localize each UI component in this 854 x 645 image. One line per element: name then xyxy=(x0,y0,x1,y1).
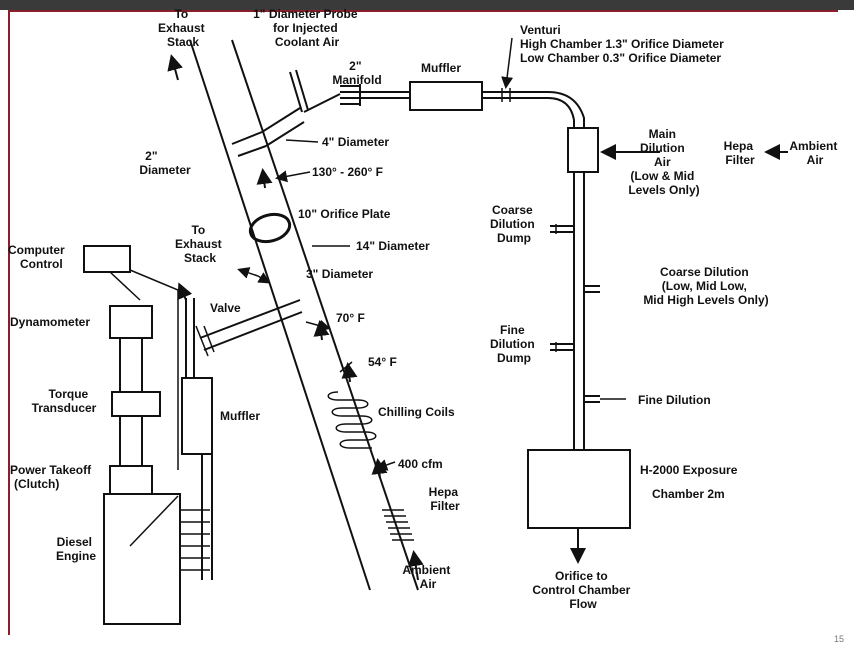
label-cfm: 400 cfm xyxy=(398,457,443,471)
computer-control-box xyxy=(84,246,130,272)
label-hepa-right: Hepa Filter xyxy=(724,139,757,167)
coarse-dump-tap xyxy=(550,224,574,234)
label-14in: 14" Diameter xyxy=(356,239,430,253)
label-ambient-left: Ambient Air xyxy=(402,563,453,591)
main-dilution-box xyxy=(568,128,598,172)
label-2in: 2" Diameter xyxy=(139,149,191,177)
probe xyxy=(290,72,302,112)
label-ambient-right: Ambient Air xyxy=(789,139,840,167)
dynamometer-box xyxy=(110,306,152,338)
flow-arrow-3 xyxy=(348,366,350,382)
engine-exhaust-fingers xyxy=(180,510,210,570)
flow-arrow-1 xyxy=(263,172,265,188)
label-coarse-dilution: Coarse Dilution (Low, Mid Low, Mid High … xyxy=(643,265,768,307)
label-computer-control: Computer Control xyxy=(8,243,68,271)
exhaust-arrow-top xyxy=(172,58,178,80)
manifold xyxy=(304,84,410,112)
label-fine-dilution: Fine Dilution xyxy=(638,393,711,407)
venturi-pointer xyxy=(506,38,512,86)
label-temp-70: 70° F xyxy=(336,311,365,325)
label-main-dilution: Main Dilution Air (Low & Mid Levels Only… xyxy=(628,127,699,197)
label-4in: 4" Diameter xyxy=(322,135,389,149)
exposure-chamber xyxy=(528,450,630,528)
label-temp-high: 130° - 260° F xyxy=(312,165,383,179)
diesel-engine-box xyxy=(104,494,180,624)
power-takeoff-box xyxy=(110,466,152,494)
label-chilling-coils: Chilling Coils xyxy=(378,405,455,419)
fine-dilution-tap xyxy=(584,396,626,402)
label-orifice-flow: Orifice to Control Chamber Flow xyxy=(532,569,633,611)
label-orifice-plate: 10" Orifice Plate xyxy=(298,207,391,221)
label-chamber: H-2000 Exposure Chamber 2m xyxy=(640,463,741,501)
label-to-exhaust-top: To Exhaust Stack xyxy=(158,7,208,49)
label-probe: 1" Diameter Probe for Injected Coolant A… xyxy=(253,7,361,49)
torque-transducer-box xyxy=(112,392,160,416)
exhaust-arrow-mid xyxy=(180,286,186,300)
label-venturi: Venturi High Chamber 1.3" Orifice Diamet… xyxy=(520,23,727,65)
page-number: 15 xyxy=(834,634,844,644)
label-hepa-left: Hepa Filter xyxy=(429,485,462,513)
label-muffler-left: Muffler xyxy=(220,409,260,423)
coarse-dilution-tap xyxy=(584,286,600,292)
label-to-exhaust-mid: To Exhaust Stack xyxy=(175,223,225,265)
tunnel-hepa-filter xyxy=(382,510,414,540)
label-temp-54: 54° F xyxy=(368,355,397,369)
label-manifold: 2" Manifold xyxy=(332,59,381,87)
muffler-top xyxy=(410,82,482,110)
label-valve: Valve xyxy=(210,301,241,315)
label-3in: 3" Diameter xyxy=(306,267,373,281)
label-dynamometer: Dynamometer xyxy=(10,315,90,329)
label-power-takeoff: Power Takeoff (Clutch) xyxy=(10,463,94,491)
muffler-left xyxy=(182,378,212,454)
chilling-coils xyxy=(328,392,376,448)
label-fine-dump: Fine Dilution Dump xyxy=(490,323,538,365)
fine-dump-tap xyxy=(550,342,574,352)
label-muffler-top: Muffler xyxy=(421,61,461,75)
label-diesel: Diesel Engine xyxy=(56,535,96,563)
orifice-plate xyxy=(247,210,292,245)
label-torque: Torque Transducer xyxy=(32,387,97,415)
label-coarse-dump: Coarse Dilution Dump xyxy=(490,203,538,245)
